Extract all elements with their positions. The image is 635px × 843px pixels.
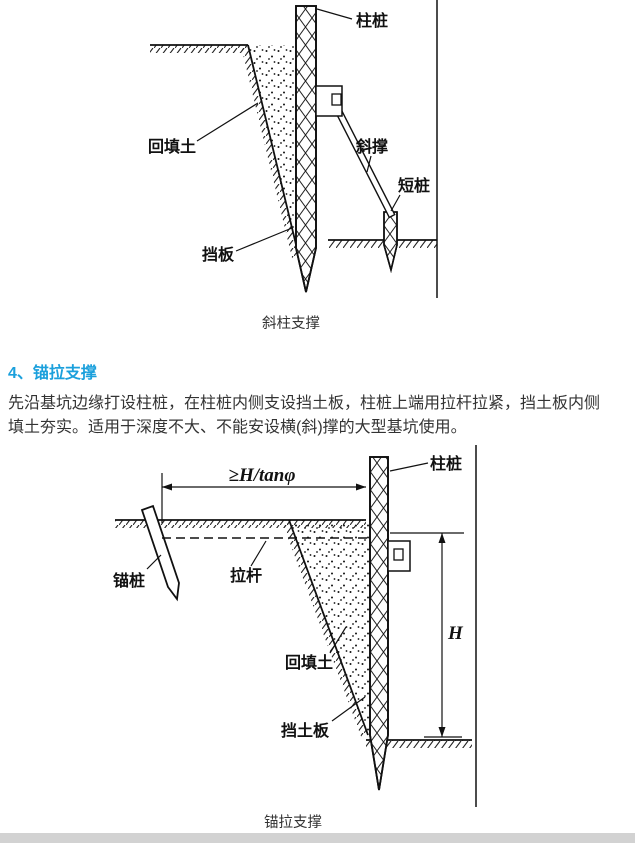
- label-column-pile: 柱桩: [356, 11, 388, 30]
- page-bottom-bar: [0, 833, 635, 843]
- leader-anchor-pile: [146, 554, 162, 570]
- section-anchor-support: 4、锚拉支撑 先沿基坑边缘打设柱桩，在柱桩内侧支设挡土板，柱桩上端用拉杆拉紧，挡…: [0, 344, 635, 440]
- height-dimension: H: [390, 532, 464, 738]
- ground-hatch: [366, 740, 472, 748]
- label-retaining-board: 挡板: [202, 245, 235, 264]
- section-heading: 4、锚拉支撑: [8, 365, 97, 382]
- leader-backfill: [329, 626, 347, 654]
- leader-tie-rod: [250, 540, 267, 567]
- leader-short-pile: [390, 194, 401, 212]
- diagonal-brace: [334, 107, 396, 219]
- leader-retaining-board: [235, 227, 293, 252]
- leader-column-pile: [389, 462, 429, 472]
- bracket-bolt: [393, 548, 404, 561]
- dimension-label: ≥H/tanφ: [229, 465, 296, 486]
- leader-retaining-board: [331, 696, 366, 722]
- label-retaining-board: 挡土板: [281, 721, 330, 740]
- label-diagonal-brace: 斜撑: [355, 137, 388, 156]
- column-pile: [295, 5, 317, 293]
- top-dimension: ≥H/tanφ: [161, 465, 366, 523]
- leader-column-pile: [316, 8, 353, 20]
- backfill-stipple: [248, 45, 299, 256]
- ground-hatch: [150, 45, 248, 53]
- tie-rod-bracket: [387, 540, 411, 572]
- slope-hatch: [241, 45, 299, 259]
- pile-lattice: [369, 456, 389, 791]
- slope-hatch: [282, 520, 368, 738]
- excavation-slope: [241, 44, 300, 259]
- label-anchor-pile: 锚桩: [113, 571, 145, 590]
- pile-lattice: [295, 5, 317, 293]
- dimension-arrow-top: [438, 533, 446, 543]
- height-label: H: [447, 623, 464, 644]
- leader-diagonal-brace: [366, 155, 372, 173]
- short-pile: [383, 211, 398, 274]
- figure1-caption: 斜柱支撑: [262, 315, 320, 332]
- dimension-arrow-left: [162, 483, 172, 491]
- label-backfill: 回填土: [148, 137, 196, 156]
- figure2-wrapper: ≥H/tanφ: [0, 445, 635, 833]
- label-column-pile: 柱桩: [430, 454, 462, 473]
- figure-inclined-column-support: 柱桩 回填土 斜撑 短桩 挡板 斜柱支撑: [148, 0, 438, 332]
- label-short-pile: 短桩: [398, 176, 430, 195]
- short-pile-lattice: [383, 211, 398, 274]
- anchor-pile: [140, 504, 180, 602]
- ground-surface-right: [328, 239, 437, 248]
- ground-hatch: [115, 520, 366, 528]
- leader-backfill: [196, 102, 259, 142]
- ground-hatch: [328, 240, 437, 248]
- column-pile: [369, 456, 389, 791]
- label-tie-rod: 拉杆: [230, 566, 262, 585]
- dimension-arrow-right: [356, 483, 366, 491]
- slope-line: [247, 44, 300, 258]
- leader-lines: [146, 462, 429, 722]
- bracket-bolt: [331, 93, 342, 106]
- leader-lines: [196, 8, 401, 252]
- ground-surface-left: [150, 44, 248, 53]
- brace-bracket: [315, 85, 343, 117]
- figure2-caption: 锚拉支撑: [264, 814, 322, 831]
- section-body-text: 先沿基坑边缘打设柱桩，在柱桩内侧支设挡土板，柱桩上端用拉杆拉紧，挡土板内侧填土夯…: [8, 395, 601, 436]
- figure-anchor-tie-support: ≥H/tanφ: [113, 445, 477, 831]
- backfill-stipple: [289, 520, 370, 735]
- label-backfill: 回填土: [285, 653, 333, 672]
- dimension-arrow-bottom: [438, 727, 446, 737]
